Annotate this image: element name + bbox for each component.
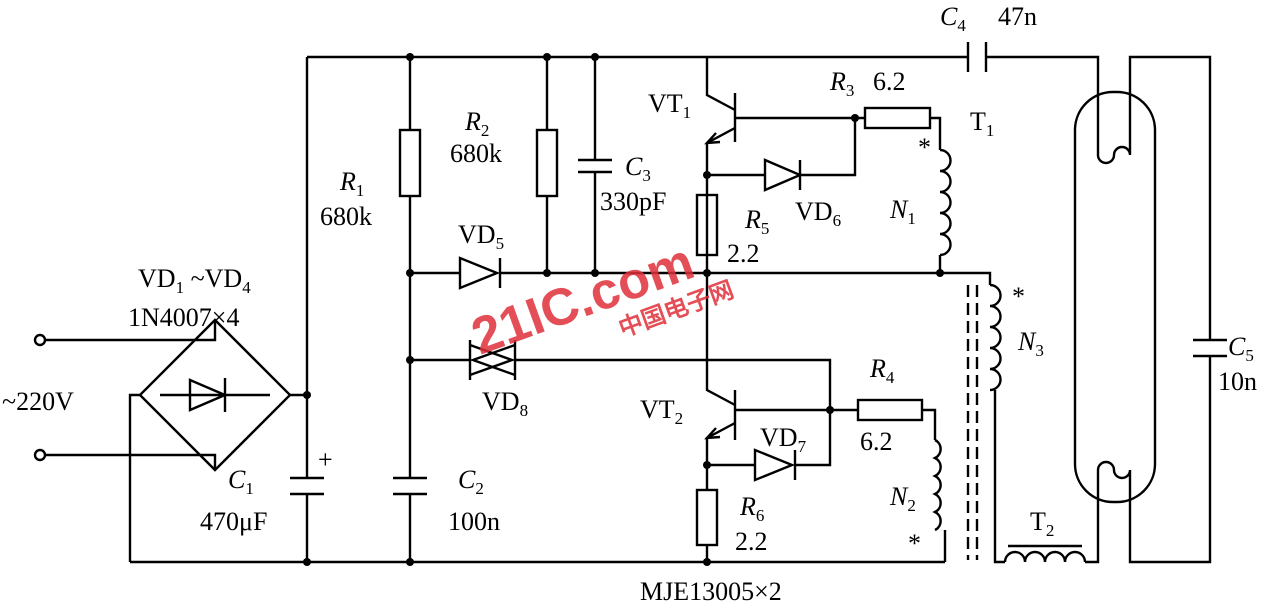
label-r1: R1 [339,167,364,200]
emitter-arrow-vt1 [704,132,721,145]
fluorescent-lamp [1073,90,1157,504]
label-vt2: VT2 [640,395,683,428]
value-r4: 6.2 [860,427,893,456]
transformer-core-t1 [966,285,979,560]
label-n1: N1 [889,195,916,228]
resistor-r1 [398,128,422,198]
label-c3: C3 [625,152,651,185]
value-bridge: 1N4007×4 [128,303,239,332]
resistor-r3 [863,106,932,130]
coil-n3 [989,283,1002,392]
value-c2: 100n [448,507,500,536]
capacitor-c1 [290,476,324,496]
coil-n1 [939,148,952,257]
diode-vd7 [753,448,797,482]
polarity-c1: + [318,445,333,474]
label-vd6: VD6 [795,197,841,230]
value-r2: 680k [450,139,502,168]
label-r6: R6 [739,492,764,525]
label-c4: C4 [940,2,966,35]
input-terminal-2[interactable] [33,448,47,462]
label-c2: C2 [458,465,484,498]
label-n3: N3 [1017,327,1044,360]
capacitor-c2 [393,476,427,496]
diac-vd8 [468,340,517,380]
label-r4: R4 [869,354,895,387]
resistor-r6 [695,488,719,547]
resistor-r2 [535,128,559,198]
bridge-rectifier [138,318,292,472]
label-c1: C1 [228,465,254,498]
diode-vd5 [458,256,502,290]
capacitor-c4 [966,42,988,72]
label-r2: R2 [464,107,489,140]
capacitor-c5 [1193,338,1227,358]
label-bridge: VD1 ~VD4 [138,264,251,297]
diode-vd6 [763,158,804,192]
coil-n2 [932,438,942,532]
coil-t2 [1003,544,1087,563]
junctions [303,53,944,566]
label-r3: R3 [829,67,854,100]
label-vd5: VD5 [458,220,504,253]
label-input-voltage: ~220V [2,387,74,416]
emitter-arrow-vt2 [704,427,721,440]
label-vt1: VT1 [648,89,691,122]
label-t2: T2 [1030,507,1054,540]
label-r5: R5 [744,205,769,238]
value-r1: 680k [320,202,372,231]
polarity-dot-n1: * [918,133,931,162]
polarity-dot-n3: * [1012,282,1025,311]
value-r6: 2.2 [735,527,768,556]
value-c4: 47n [998,2,1037,31]
input-terminal-1[interactable] [33,333,47,347]
label-t1: T1 [970,107,994,140]
transistor-part-number: MJE13005×2 [640,577,782,606]
value-r3: 6.2 [873,67,906,96]
value-c3: 330pF [600,187,666,216]
label-vd8: VD8 [482,387,528,420]
label-c5: C5 [1228,332,1254,365]
capacitor-c3 [578,158,612,174]
value-r5: 2.2 [727,239,760,268]
resistor-r5 [695,193,719,257]
resistor-r4 [856,398,924,422]
value-c5: 10n [1218,367,1257,396]
value-c1: 470μF [200,507,267,536]
label-vd7: VD7 [760,423,807,456]
label-n2: N2 [889,482,916,515]
polarity-dot-n2: * [908,529,921,558]
